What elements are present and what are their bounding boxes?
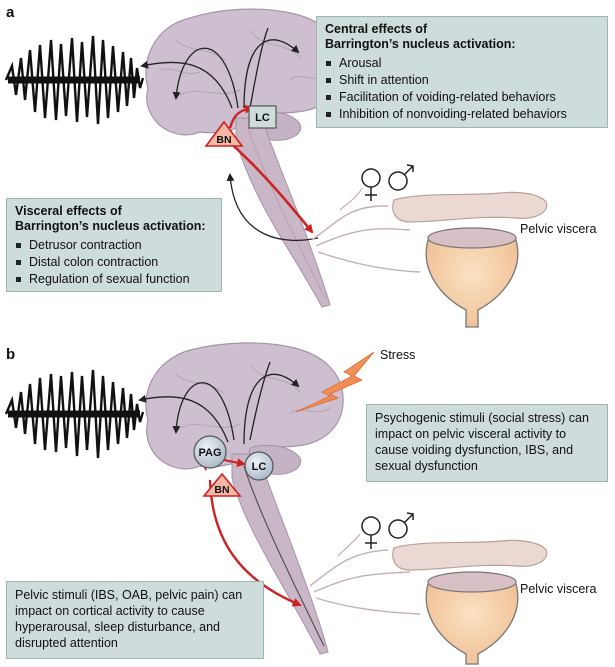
central-effects-list: Arousal Shift in attention Facilitation …: [325, 55, 599, 123]
lc-nucleus-b: LC: [244, 451, 274, 481]
male-symbol-b: [388, 512, 414, 539]
female-symbol-a: [361, 168, 381, 201]
central-effects-heading-2: Barrington’s nucleus activation:: [325, 37, 516, 51]
female-symbol-b: [361, 516, 381, 549]
visceral-effect-item: Distal colon contraction: [15, 254, 213, 271]
pelvic-viscera-label-a: Pelvic viscera: [520, 222, 597, 236]
colon-b: [392, 539, 548, 571]
male-symbol-a: [388, 164, 414, 191]
central-effects-box: Central effects of Barrington’s nucleus …: [316, 16, 608, 128]
brain-b: [145, 342, 344, 470]
visceral-effects-box: Visceral effects of Barrington’s nucleus…: [6, 198, 222, 292]
stress-label: Stress: [380, 348, 416, 362]
panel-b-graphics: PAG LC BN: [4, 342, 548, 665]
brain-a: [145, 8, 344, 136]
lc-label-a: LC: [255, 112, 270, 124]
central-effect-item: Inhibition of nonvoiding-related behavio…: [325, 106, 599, 123]
psychogenic-stimuli-text: Psychogenic stimuli (social stress) can …: [375, 411, 589, 473]
visceral-effects-list: Detrusor contraction Distal colon contra…: [15, 237, 213, 288]
bn-nucleus-b: BN: [202, 472, 242, 497]
panel-b-letter: b: [6, 346, 16, 363]
colon-a: [392, 191, 548, 223]
bn-label-a: BN: [216, 134, 231, 146]
pag-label-b: PAG: [198, 447, 221, 459]
central-effect-item: Arousal: [325, 55, 599, 72]
bladder-b: [425, 571, 519, 665]
stress-bolt-icon: [295, 351, 375, 413]
pelvic-viscera-label-b: Pelvic viscera: [520, 582, 597, 596]
visceral-effect-item: Detrusor contraction: [15, 237, 213, 254]
central-effect-item: Shift in attention: [325, 72, 599, 89]
visceral-effects-heading-1: Visceral effects of: [15, 204, 122, 218]
pag-nucleus-b: PAG: [193, 435, 227, 469]
visceral-effect-item: Regulation of sexual function: [15, 271, 213, 288]
psychogenic-stimuli-box: Psychogenic stimuli (social stress) can …: [366, 404, 608, 482]
pelvic-stimuli-text: Pelvic stimuli (IBS, OAB, pelvic pain) c…: [15, 588, 243, 650]
bladder-a: [425, 227, 519, 328]
lc-label-b: LC: [252, 461, 267, 473]
bn-nucleus-a: BN: [204, 120, 244, 147]
bn-label-b: BN: [214, 484, 229, 496]
panel-a-graphics: LC BN: [4, 8, 548, 328]
visceral-effects-heading-2: Barrington’s nucleus activation:: [15, 219, 206, 233]
central-effect-item: Facilitation of voiding-related behavior…: [325, 89, 599, 106]
lc-nucleus-a: LC: [248, 105, 277, 129]
pelvic-stimuli-box: Pelvic stimuli (IBS, OAB, pelvic pain) c…: [6, 581, 264, 659]
panel-a-letter: a: [6, 4, 15, 21]
central-effects-heading-1: Central effects of: [325, 22, 428, 36]
